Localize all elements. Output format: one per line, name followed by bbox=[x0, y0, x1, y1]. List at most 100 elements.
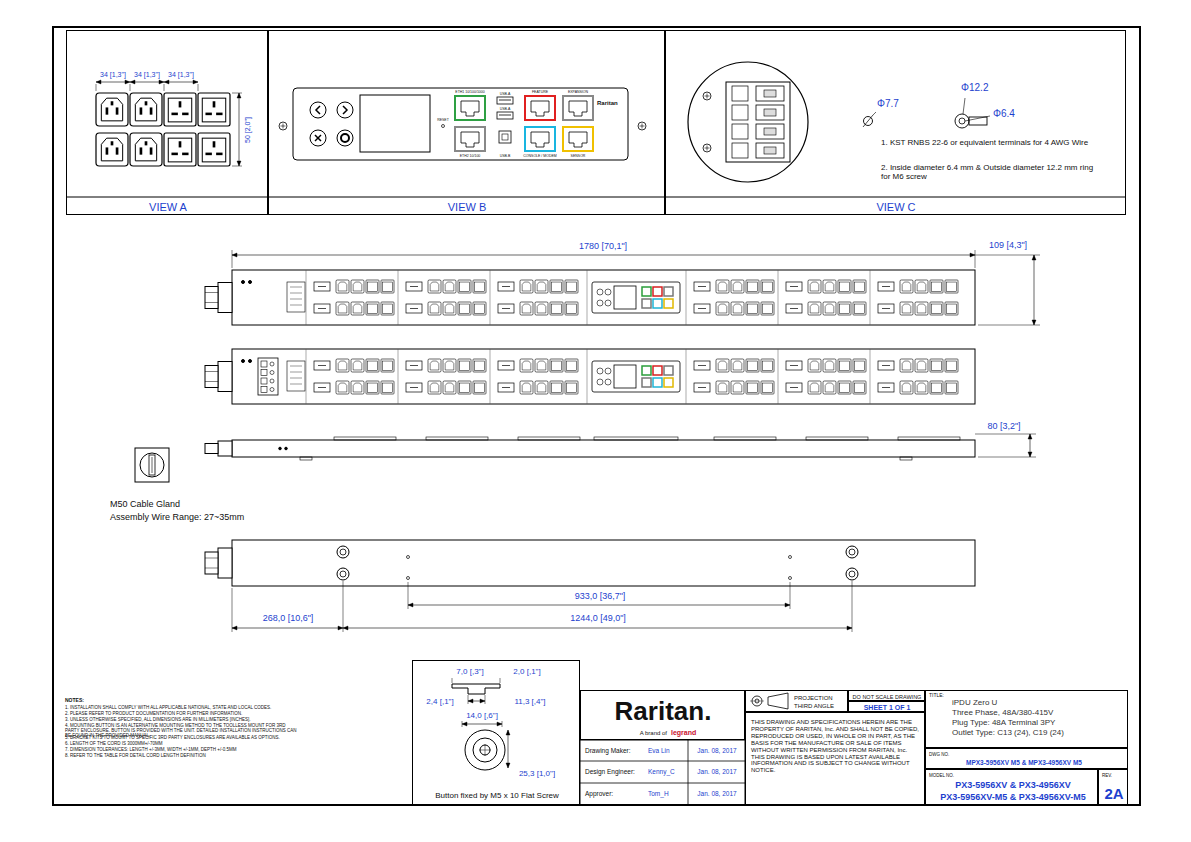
c13-socket bbox=[338, 282, 347, 291]
c19-socket bbox=[748, 361, 758, 370]
c13-socket bbox=[522, 282, 531, 291]
c13-socket bbox=[522, 383, 531, 392]
button-profile bbox=[452, 684, 500, 694]
nav-button bbox=[310, 102, 326, 118]
cable-gland-cap bbox=[205, 552, 218, 574]
bank-divider bbox=[587, 349, 588, 404]
c13-socket bbox=[733, 304, 742, 313]
breaker-symbol bbox=[498, 361, 514, 370]
network-port bbox=[664, 378, 673, 387]
c13-socket bbox=[902, 304, 911, 313]
cable-gland-icon bbox=[135, 448, 169, 482]
outlet-slot bbox=[116, 107, 119, 114]
dimension-arrow bbox=[1028, 434, 1032, 439]
c19-outlet bbox=[565, 280, 578, 293]
signoff-value: Eva Lin bbox=[648, 747, 670, 754]
c19-outlet bbox=[838, 302, 851, 315]
revision-cell: REV.2A bbox=[1098, 769, 1128, 805]
bank-divider bbox=[778, 270, 779, 325]
controller-profile bbox=[594, 437, 678, 440]
controller-panel bbox=[592, 361, 680, 392]
c19-outlet bbox=[761, 302, 774, 315]
c13-socket bbox=[917, 304, 926, 313]
c13-outlet bbox=[808, 359, 821, 372]
signoff-table bbox=[580, 740, 745, 805]
breaker-symbol bbox=[878, 361, 894, 370]
title-text: iPDU Zero U bbox=[952, 698, 997, 707]
c13-socket bbox=[718, 282, 727, 291]
arrow-right-symbol bbox=[343, 106, 347, 114]
rj45-port bbox=[525, 127, 555, 151]
bank-divider bbox=[306, 349, 307, 404]
port-label: SENSOR bbox=[571, 154, 586, 158]
port-label: RESET bbox=[437, 118, 449, 122]
c13-outlet bbox=[900, 302, 913, 315]
pdu-body bbox=[232, 349, 975, 404]
view-panel: VIEW A bbox=[66, 30, 268, 215]
network-port bbox=[642, 299, 651, 308]
port-label: FEATURE bbox=[532, 90, 548, 94]
signoff-date: Jan. 08, 2017 bbox=[697, 747, 736, 754]
cable-gland-key bbox=[149, 455, 155, 475]
outlet-slot bbox=[116, 147, 119, 154]
breaker-symbol bbox=[314, 361, 330, 370]
nav-button bbox=[597, 368, 603, 374]
breaker-symbol bbox=[410, 286, 418, 287]
dimension-arrow bbox=[785, 603, 790, 607]
mounting-button-hole bbox=[340, 549, 346, 555]
dimension-arrow bbox=[506, 730, 510, 735]
c19-socket bbox=[383, 361, 393, 370]
extension-line bbox=[96, 84, 97, 91]
dimension-label: 80 [3,2"] bbox=[987, 421, 1020, 431]
mounting-button-hole bbox=[849, 549, 855, 555]
extension-line bbox=[500, 678, 501, 683]
c19-outlet bbox=[746, 381, 759, 394]
c13-outlet bbox=[130, 133, 162, 166]
breaker-symbol bbox=[694, 383, 710, 392]
outlet-slot bbox=[216, 113, 222, 116]
c19-socket bbox=[748, 383, 758, 392]
dimension-arrow bbox=[497, 722, 502, 726]
network-port bbox=[664, 287, 673, 296]
c19-outlet bbox=[945, 280, 958, 293]
callout-label: M50 Cable Gland bbox=[110, 499, 180, 509]
c13-outlet bbox=[351, 359, 364, 372]
cable-gland-cap bbox=[205, 287, 218, 309]
breaker-symbol bbox=[406, 282, 422, 291]
projection-cell: PROJECTIONTHIRD ANGLE bbox=[745, 690, 848, 712]
dimension-label: 7,0 [,3"] bbox=[456, 667, 483, 676]
dimension-label: 50 [2,0"] bbox=[244, 117, 252, 143]
sheet-number: SHEET 1 OF 1 bbox=[864, 704, 911, 712]
outlet-slot bbox=[150, 107, 153, 114]
c13-socket bbox=[810, 282, 819, 291]
rj45-jack bbox=[531, 132, 549, 147]
c13-socket bbox=[445, 282, 454, 291]
extension-line bbox=[164, 84, 165, 91]
rj45-port bbox=[455, 127, 485, 151]
breaker-symbol bbox=[502, 286, 510, 287]
breaker-symbol bbox=[882, 308, 890, 309]
c13-socket bbox=[917, 361, 926, 370]
c19-socket bbox=[567, 383, 577, 392]
drawing-number-cell: DWG NO.MPX3-5956XV M5 & MPX3-4956XV M5 bbox=[925, 748, 1128, 769]
c13-outlet bbox=[428, 359, 441, 372]
dimension-line bbox=[239, 93, 240, 166]
outlet-slot bbox=[106, 107, 109, 114]
c19-outlet bbox=[838, 280, 851, 293]
c19-outlet bbox=[164, 133, 196, 166]
rj45-port bbox=[563, 127, 593, 151]
c19-socket bbox=[567, 282, 577, 291]
network-port bbox=[664, 366, 673, 375]
mounting-hole bbox=[789, 577, 792, 580]
c13-socket bbox=[825, 361, 834, 370]
c19-socket bbox=[932, 361, 942, 370]
c13-outlet bbox=[130, 93, 162, 126]
terminal-label-box bbox=[732, 86, 748, 101]
c13-outlet bbox=[336, 280, 349, 293]
center-mark bbox=[485, 744, 486, 756]
c19-socket bbox=[567, 361, 577, 370]
mounting-hole bbox=[789, 556, 792, 559]
c19-socket bbox=[368, 361, 378, 370]
projection-text: PROJECTION bbox=[794, 695, 833, 702]
